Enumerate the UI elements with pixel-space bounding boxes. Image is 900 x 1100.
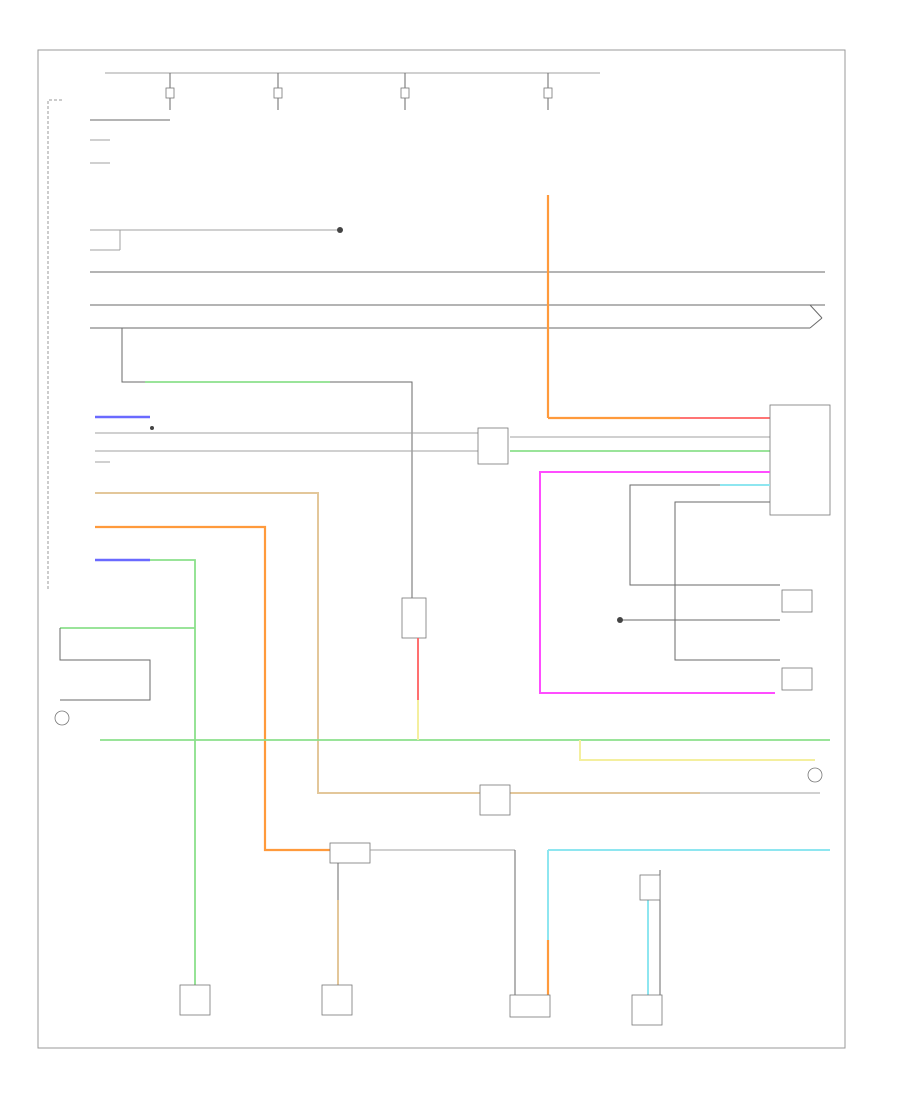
fuse-3	[400, 73, 410, 110]
orange-feed	[546, 195, 770, 420]
long-feed-wires	[95, 492, 820, 852]
door-lock-actuator	[401, 597, 823, 783]
bottom-switches	[179, 984, 663, 1026]
switch-bottom-1	[179, 984, 211, 1016]
fuse-2	[273, 73, 283, 110]
right-module-wires	[617, 484, 813, 691]
ground-point-right	[617, 617, 623, 623]
fuse-4	[543, 73, 553, 110]
magenta-circuit	[539, 471, 775, 694]
junction-connector-low	[329, 842, 371, 864]
switch-bottom-2	[321, 984, 353, 1016]
ground-circuit	[90, 227, 343, 251]
switch-bottom-3	[509, 994, 551, 1018]
diagram-frame	[37, 49, 846, 1049]
door-switch-circuit	[121, 328, 413, 598]
left-door-switch	[54, 628, 151, 726]
module-pins-top	[90, 119, 170, 164]
comm-lines	[95, 427, 775, 465]
ground-point	[337, 227, 343, 233]
junction-connector-top	[477, 427, 509, 465]
top-fuse-row	[105, 72, 600, 110]
control-module-outline	[47, 99, 62, 590]
blue-wires	[95, 415, 154, 562]
door-lock-module	[769, 404, 831, 516]
switch-bottom-4	[631, 994, 663, 1026]
switch-right-upper	[781, 589, 813, 613]
lower-circuits	[329, 842, 830, 995]
signal-wires	[90, 271, 825, 329]
junction-connector-mid	[479, 784, 511, 816]
fuse-1	[165, 73, 175, 110]
switch-right-lower	[781, 667, 813, 691]
green-circuit	[60, 559, 830, 985]
